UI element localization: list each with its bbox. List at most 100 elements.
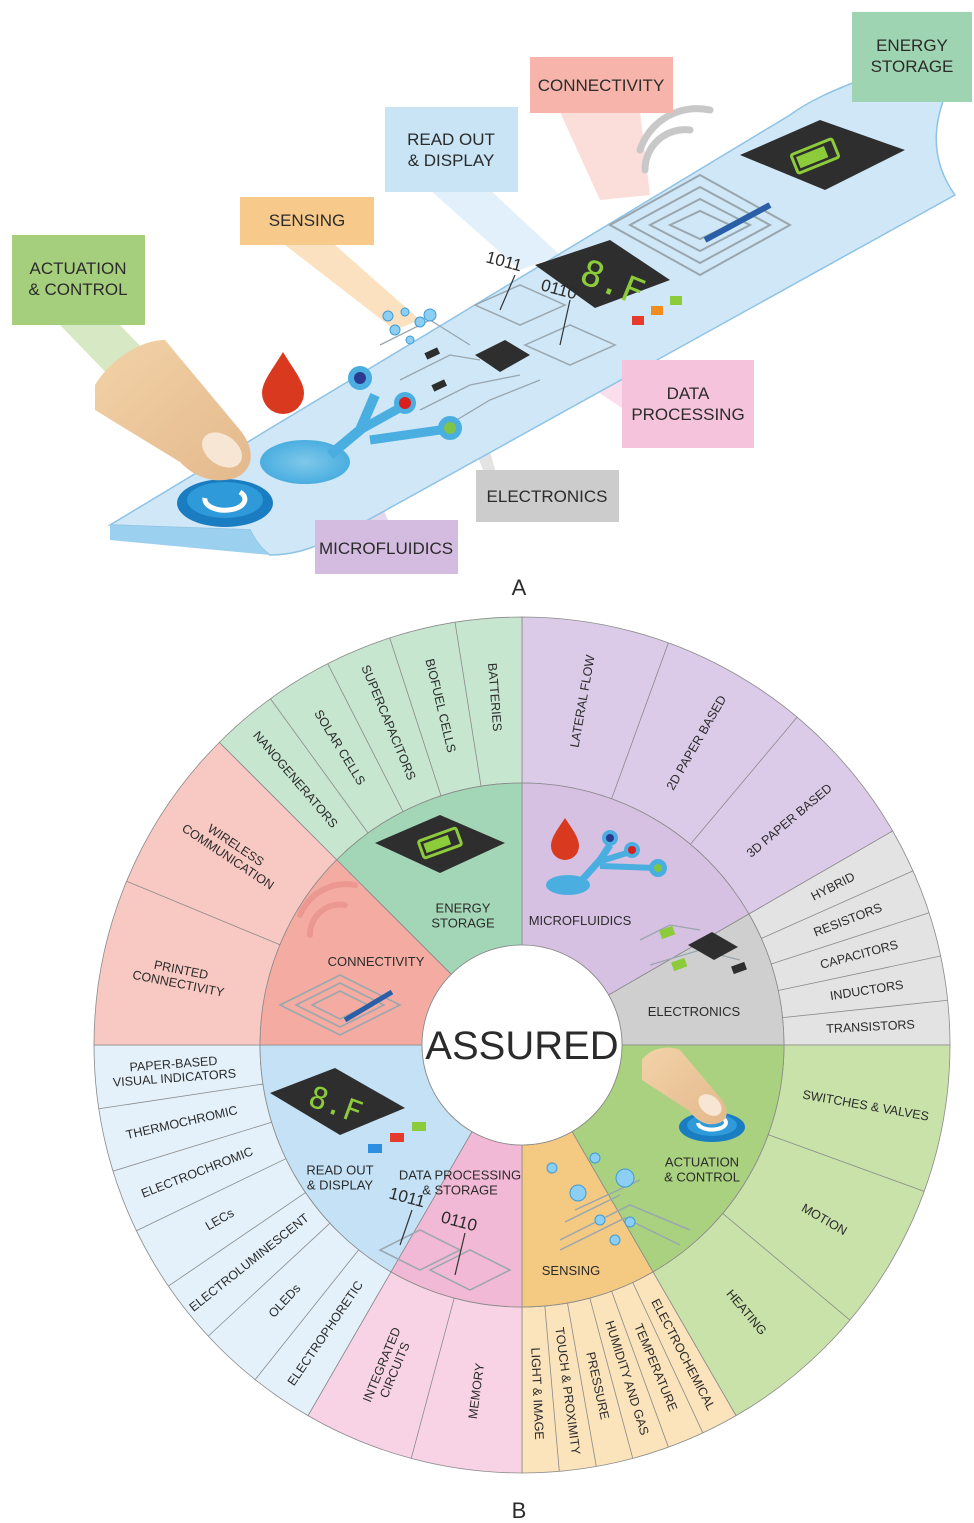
category-label-data: DATA PROCESSING& STORAGE [399, 1168, 521, 1198]
item-label-electronics: TRANSISTORS [826, 1017, 915, 1036]
tag-energy: ENERGY STORAGE [852, 12, 972, 102]
svg-text:ELECTRONICS: ELECTRONICS [487, 487, 608, 506]
category-label-sensing: SENSING [542, 1263, 601, 1278]
svg-text:ENERGY: ENERGY [876, 36, 948, 55]
item-divider [611, 642, 669, 799]
readout-led-red [390, 1133, 404, 1142]
binary-pointer-b2 [454, 1232, 466, 1276]
category-label-actuation: ACTUATION& CONTROL [664, 1155, 740, 1185]
item-divider [270, 698, 369, 834]
microfluidic-channel [260, 366, 462, 484]
category-label-connectivity-line: CONNECTIVITY [328, 954, 425, 969]
beam-readout [430, 190, 560, 270]
item-divider [589, 1297, 634, 1459]
item-divider [168, 1192, 306, 1287]
item-label-sensing: LIGHT & IMAGE [528, 1347, 546, 1440]
item-divider [136, 1158, 287, 1232]
category-label-actuation-line: & CONTROL [664, 1170, 740, 1185]
category-label-electronics-line: ELECTRONICS [648, 1004, 741, 1019]
item-divider [632, 1282, 704, 1434]
svg-text:CONNECTIVITY: CONNECTIVITY [538, 76, 665, 95]
binary-pointer-a2 [559, 299, 571, 346]
item-divider [410, 1297, 455, 1459]
energy-battery-level [423, 834, 452, 854]
readout-display-icon [270, 1068, 405, 1135]
blood-drop-icon [262, 352, 304, 414]
binary-pointer-a1 [499, 274, 516, 311]
svg-text:ACTUATION: ACTUATION [30, 259, 127, 278]
item-divider [722, 1213, 851, 1321]
item-divider [761, 870, 914, 939]
item-divider [254, 1249, 359, 1380]
category-label-data-line: DATA PROCESSING [399, 1168, 521, 1183]
sensing-droplets-icon [546, 1152, 636, 1246]
category-label-data-line: & STORAGE [422, 1183, 498, 1198]
tag-readout: READ OUT & DISPLAY [385, 107, 518, 192]
svg-text:& CONTROL: & CONTROL [28, 280, 127, 299]
actuation-finger-icon [642, 1047, 727, 1125]
item-divider [544, 1305, 560, 1472]
wheel-icons: 1011 0110 8.F [270, 815, 747, 1291]
category-label-actuation-line: ACTUATION [665, 1155, 739, 1170]
svg-text:DATA: DATA [667, 384, 710, 403]
beam-sensing [285, 245, 420, 330]
device-strip [107, 74, 957, 556]
panel-a-illustration: 8.F 1011 0110 [12, 12, 972, 600]
item-divider [690, 716, 798, 845]
connectivity-wifi-icon [297, 881, 358, 938]
center-title: ASSURED [425, 1024, 618, 1068]
item-divider [327, 663, 404, 812]
panel-b-letter: B [512, 1498, 527, 1523]
svg-text:READ OUT: READ OUT [407, 130, 495, 149]
category-label-energy-line: ENERGY [436, 901, 491, 916]
category-label-readout-line: READ OUT [306, 1163, 373, 1178]
power-button-icon [177, 479, 273, 527]
svg-text:SENSING: SENSING [269, 211, 346, 230]
category-label-electronics: ELECTRONICS [648, 1004, 741, 1019]
sensing-pad-icon [559, 1179, 691, 1251]
connectivity-bridge [343, 989, 394, 1023]
beam-connectivity [560, 112, 650, 200]
item-divider [389, 637, 442, 796]
finger-icon [95, 340, 251, 481]
led-green [670, 296, 682, 305]
wifi-icon [636, 105, 714, 174]
item-divider [771, 912, 930, 965]
item-divider [567, 1302, 597, 1467]
ic-chip [475, 340, 530, 372]
category-label-sensing-line: SENSING [542, 1263, 601, 1278]
battery-icon [789, 137, 841, 175]
actuation-button-icon [679, 1112, 745, 1142]
category-label-microfluidics: MICROFLUIDICS [529, 913, 632, 928]
item-divider [112, 1121, 272, 1172]
item-divider [126, 880, 281, 946]
tag-sensing: SENSING [240, 197, 374, 245]
item-label-readout-line: PAPER-BASED [129, 1054, 218, 1075]
panel-a-letter: A [512, 575, 527, 600]
item-divider [454, 622, 482, 787]
tag-actuation: ACTUATION & CONTROL [12, 235, 145, 325]
category-label-readout: READ OUT& DISPLAY [306, 1163, 373, 1193]
item-label-energy-line: BATTERIES [485, 662, 504, 731]
item-label-energy: BATTERIES [485, 662, 504, 731]
smd-component-2 [431, 379, 448, 392]
binary-pointer-b1 [399, 1209, 413, 1246]
antenna-bridge [703, 202, 772, 243]
item-label-sensing-line: LIGHT & IMAGE [528, 1347, 546, 1440]
tag-electronics: ELECTRONICS [476, 470, 619, 522]
tag-data: DATA PROCESSING [622, 360, 754, 448]
led-red [632, 316, 644, 325]
electronics-chip-icon [639, 924, 747, 975]
item-label-electronics-line: TRANSISTORS [826, 1017, 915, 1036]
sensing-droplets [382, 307, 437, 345]
item-divider [778, 955, 941, 991]
mf-blood-drop-icon [551, 818, 579, 860]
svg-text:& DISPLAY: & DISPLAY [408, 151, 495, 170]
svg-text:PROCESSING: PROCESSING [631, 405, 744, 424]
item-divider [782, 999, 948, 1019]
category-label-readout-line: & DISPLAY [307, 1178, 374, 1193]
memory-pads [473, 284, 617, 366]
tag-connectivity: CONNECTIVITY [530, 57, 673, 113]
